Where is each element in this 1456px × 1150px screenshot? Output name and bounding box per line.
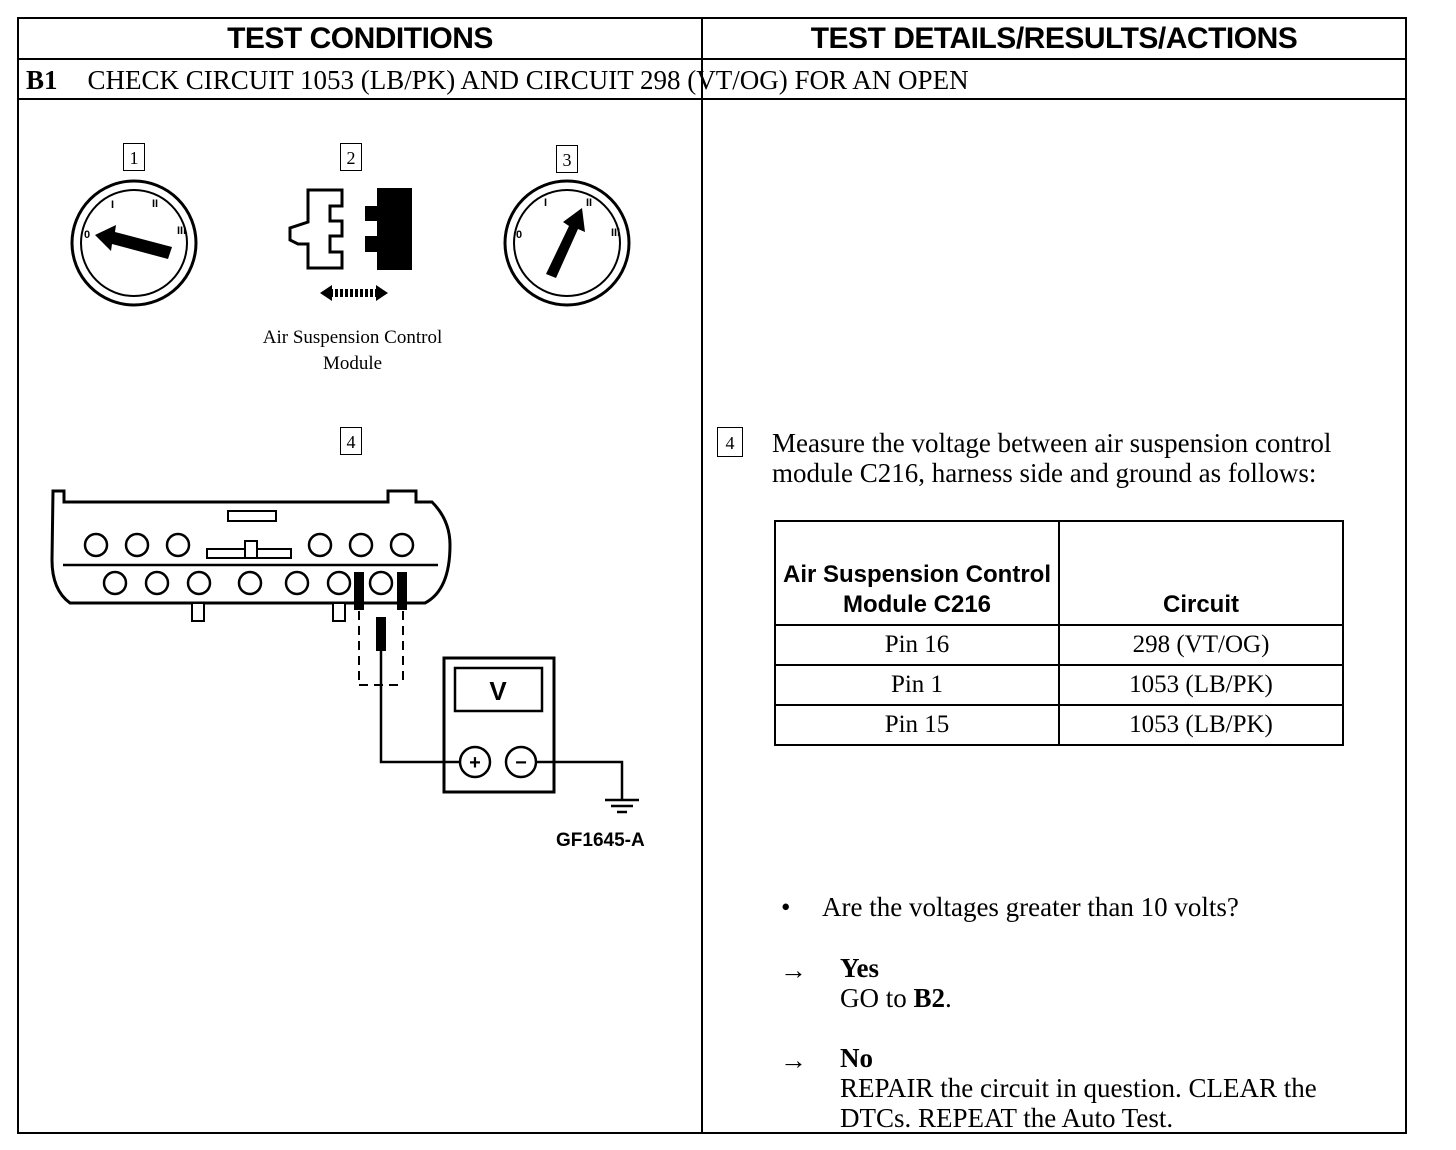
- figure-step-1: 1: [123, 143, 145, 171]
- no-action-line1: REPAIR the circuit in question. CLEAR th…: [840, 1073, 1317, 1103]
- no-result: No REPAIR the circuit in question. CLEAR…: [840, 1043, 1400, 1133]
- no-label: No: [840, 1043, 873, 1073]
- connector-disconnect-icon: [288, 188, 412, 301]
- svg-text:I: I: [111, 199, 114, 211]
- module-caption-line1: Air Suspension Control: [262, 327, 443, 348]
- ignition-switch-off-icon: 0 I II III: [70, 179, 198, 307]
- circuit-cell: 1053 (LB/PK): [1058, 664, 1344, 706]
- svg-text:III: III: [177, 225, 186, 237]
- svg-text:V: V: [489, 676, 507, 706]
- pin-cell: Pin 1: [774, 664, 1060, 706]
- no-action-line2: DTCs. REPEAT the Auto Test.: [840, 1103, 1174, 1133]
- yes-label: Yes: [840, 953, 879, 983]
- svg-text:II: II: [586, 197, 592, 209]
- pin-table-header-circuit: Circuit: [1058, 520, 1344, 626]
- arrow-right-icon: →: [780, 955, 807, 985]
- pin-table: Air Suspension Control Module C216 Circu…: [774, 520, 1344, 746]
- document-frame: [17, 17, 1407, 1134]
- svg-text:−: −: [515, 752, 527, 774]
- table-row: Pin 15 1053 (LB/PK): [774, 704, 1344, 746]
- step-divider: [17, 98, 1407, 100]
- yes-action-prefix: GO to: [840, 983, 914, 1013]
- svg-text:+: +: [469, 752, 481, 774]
- pin-table-header-connector: Air Suspension Control Module C216: [774, 520, 1060, 626]
- figure-step-2: 2: [340, 143, 362, 171]
- svg-text:I: I: [544, 197, 547, 209]
- svg-text:0: 0: [84, 229, 90, 241]
- pin-cell: Pin 15: [774, 704, 1060, 746]
- details-step-4: 4: [717, 427, 743, 457]
- ignition-switch-run-icon: 0 I II III: [503, 179, 631, 307]
- yes-action-suffix: .: [945, 983, 952, 1013]
- column-divider: [701, 17, 703, 1134]
- svg-text:0: 0: [516, 229, 522, 241]
- connector-c216: [50, 489, 452, 686]
- step-title-row: B1 CHECK CIRCUIT 1053 (LB/PK) AND CIRCUIT…: [26, 62, 969, 98]
- figure-step-4: 4: [340, 427, 362, 455]
- module-caption-line2: Module: [322, 353, 383, 374]
- circuit-cell: 1053 (LB/PK): [1058, 704, 1344, 746]
- measure-instruction: Measure the voltage between air suspensi…: [772, 428, 1332, 488]
- module-caption: Air Suspension Control Module: [200, 325, 505, 377]
- pin-cell: Pin 16: [774, 624, 1060, 666]
- test-conditions-header: TEST CONDITIONS: [227, 22, 493, 55]
- bullet-icon: •: [781, 892, 791, 922]
- test-details-header: TEST DETAILS/RESULTS/ACTIONS: [810, 22, 1298, 55]
- pin-table-header: Air Suspension Control Module C216 Circu…: [774, 520, 1344, 626]
- step-id: B1: [26, 65, 58, 95]
- figure-step-3: 3: [556, 145, 578, 173]
- yes-action-target: B2: [913, 983, 946, 1013]
- question-text: Are the voltages greater than 10 volts?: [822, 892, 1239, 922]
- voltmeter-icon: V + −: [442, 656, 556, 794]
- svg-text:II: II: [152, 198, 158, 210]
- diagram-svg: 0 I II III 0 I II III: [50, 179, 639, 814]
- arrow-right-icon: →: [780, 1045, 807, 1075]
- table-row: Pin 16 298 (VT/OG): [774, 624, 1344, 666]
- circuit-cell: 298 (VT/OG): [1058, 624, 1344, 666]
- yes-result: Yes GO to B2.: [840, 953, 952, 1013]
- svg-text:III: III: [611, 227, 620, 239]
- header-divider: [17, 58, 1407, 60]
- table-row: Pin 1 1053 (LB/PK): [774, 664, 1344, 706]
- step-title: CHECK CIRCUIT 1053 (LB/PK) AND CIRCUIT 2…: [87, 65, 969, 95]
- test-leads: [379, 651, 639, 814]
- figure-id: GF1645-A: [556, 830, 645, 851]
